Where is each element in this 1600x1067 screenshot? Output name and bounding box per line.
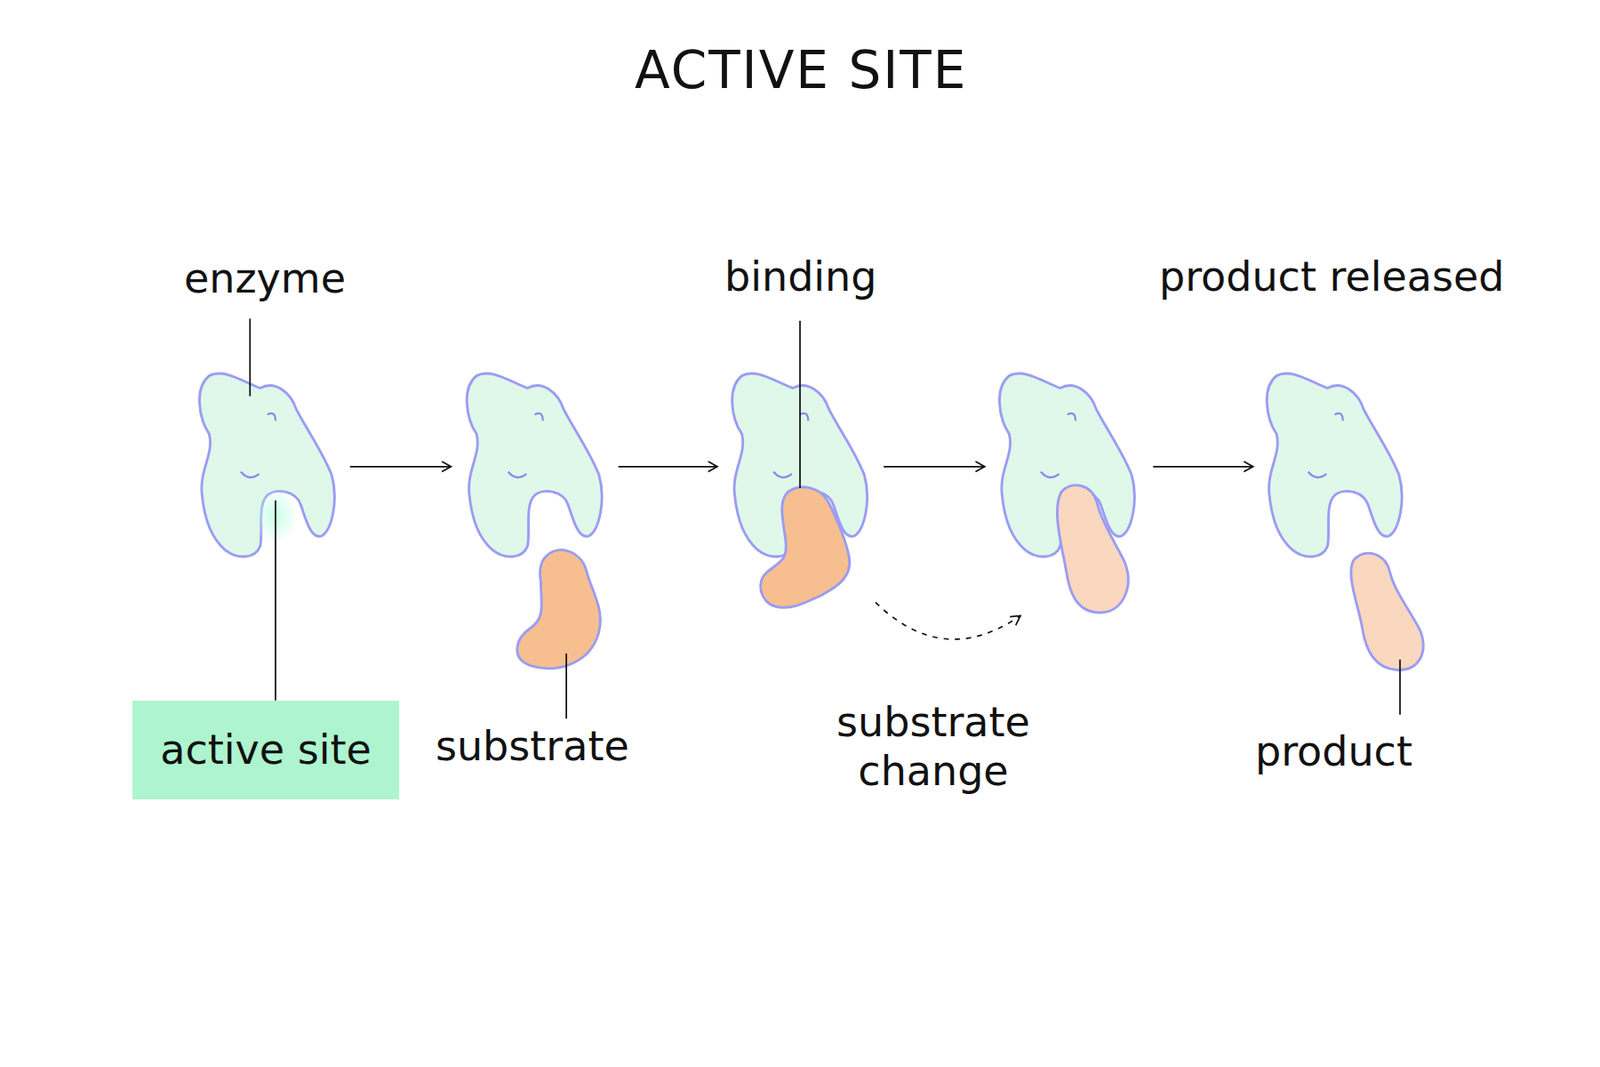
step-arrow (350, 465, 452, 468)
leader-line (799, 320, 801, 488)
product-shape (1351, 552, 1424, 670)
enzyme-2 (466, 373, 602, 557)
change-arrow (875, 601, 1021, 639)
enzyme-1 (199, 373, 335, 557)
part-label: enzyme (184, 254, 346, 304)
diagram-title: ACTIVE SITE (634, 40, 968, 103)
enzyme-5 (1266, 373, 1402, 557)
label-box: active site (132, 700, 400, 800)
step-label: substrate change (800, 697, 1067, 796)
step-arrow (618, 465, 718, 468)
leader-line (274, 500, 277, 701)
leader-line (565, 653, 568, 719)
substrate-shape (517, 550, 601, 669)
step-arrow (1152, 465, 1254, 468)
part-label: substrate (435, 721, 630, 771)
bound-substrate (760, 487, 850, 608)
changed-substrate (1056, 485, 1128, 613)
box-label: active site (160, 725, 372, 775)
step-label: product released (1159, 252, 1504, 302)
leader-line (1399, 659, 1401, 715)
step-arrow (883, 465, 985, 468)
part-label: product (1255, 727, 1413, 776)
step-label: binding (724, 252, 877, 302)
leader-line (248, 318, 251, 396)
